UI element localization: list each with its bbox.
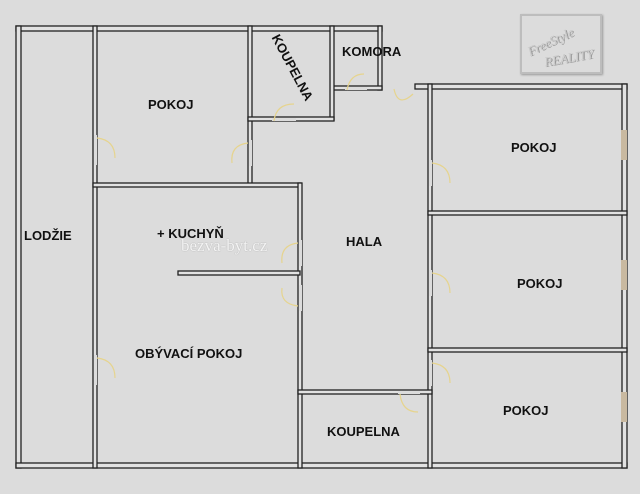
wall-outer-left [15,25,22,469]
wall-koupelna-bottom-top [297,389,433,395]
room-label-koupelna-bottom: KOUPELNA [327,424,400,439]
wall-right-room-1 [427,210,628,216]
door-komora [346,73,365,91]
wall-right-room-2 [427,347,628,353]
door-lodzie-top [96,137,116,159]
room-label-obyvaci-pokoj: OBÝVACÍ POKOJ [135,346,243,361]
window-right-1 [621,130,627,160]
door-kitchen [281,242,299,264]
room-label-hala: HALA [346,234,383,249]
door-lodzie-bottom [96,357,116,379]
wall-outer-top-left [15,25,383,32]
door-koupelna-bottom [399,393,419,413]
door-entrance [393,88,414,101]
room-label-kuchyn: + KUCHYŇ [157,226,224,241]
wall-pokoj-bottom [92,182,302,188]
room-label-komora: KOMORA [342,44,402,59]
door-living [281,287,299,307]
wall-outer-bottom [15,462,628,469]
wall-lodzie [92,25,98,469]
wall-hala-left [297,182,303,469]
door-right-3 [431,362,451,384]
freestyle-reality-logo: FreeStyle REALITY [520,14,602,74]
door-pokoj [231,142,249,164]
door-right-1 [431,162,451,184]
room-label-pokoj-right-1: POKOJ [511,140,557,155]
door-koupelna-top [273,103,295,122]
room-label-pokoj-top-left: POKOJ [148,97,194,112]
wall-kitchen-partition [177,270,301,276]
room-label-pokoj-right-2: POKOJ [517,276,563,291]
watermark: bezva-byt.cz [181,236,268,255]
room-label-lodzie: LODŽIE [24,228,72,243]
wall-koupelna-right [329,25,335,121]
window-right-2 [621,260,627,290]
window-right-3 [621,392,627,422]
room-label-pokoj-right-3: POKOJ [503,403,549,418]
wall-outer-top-right [414,83,628,90]
door-right-2 [431,272,451,294]
